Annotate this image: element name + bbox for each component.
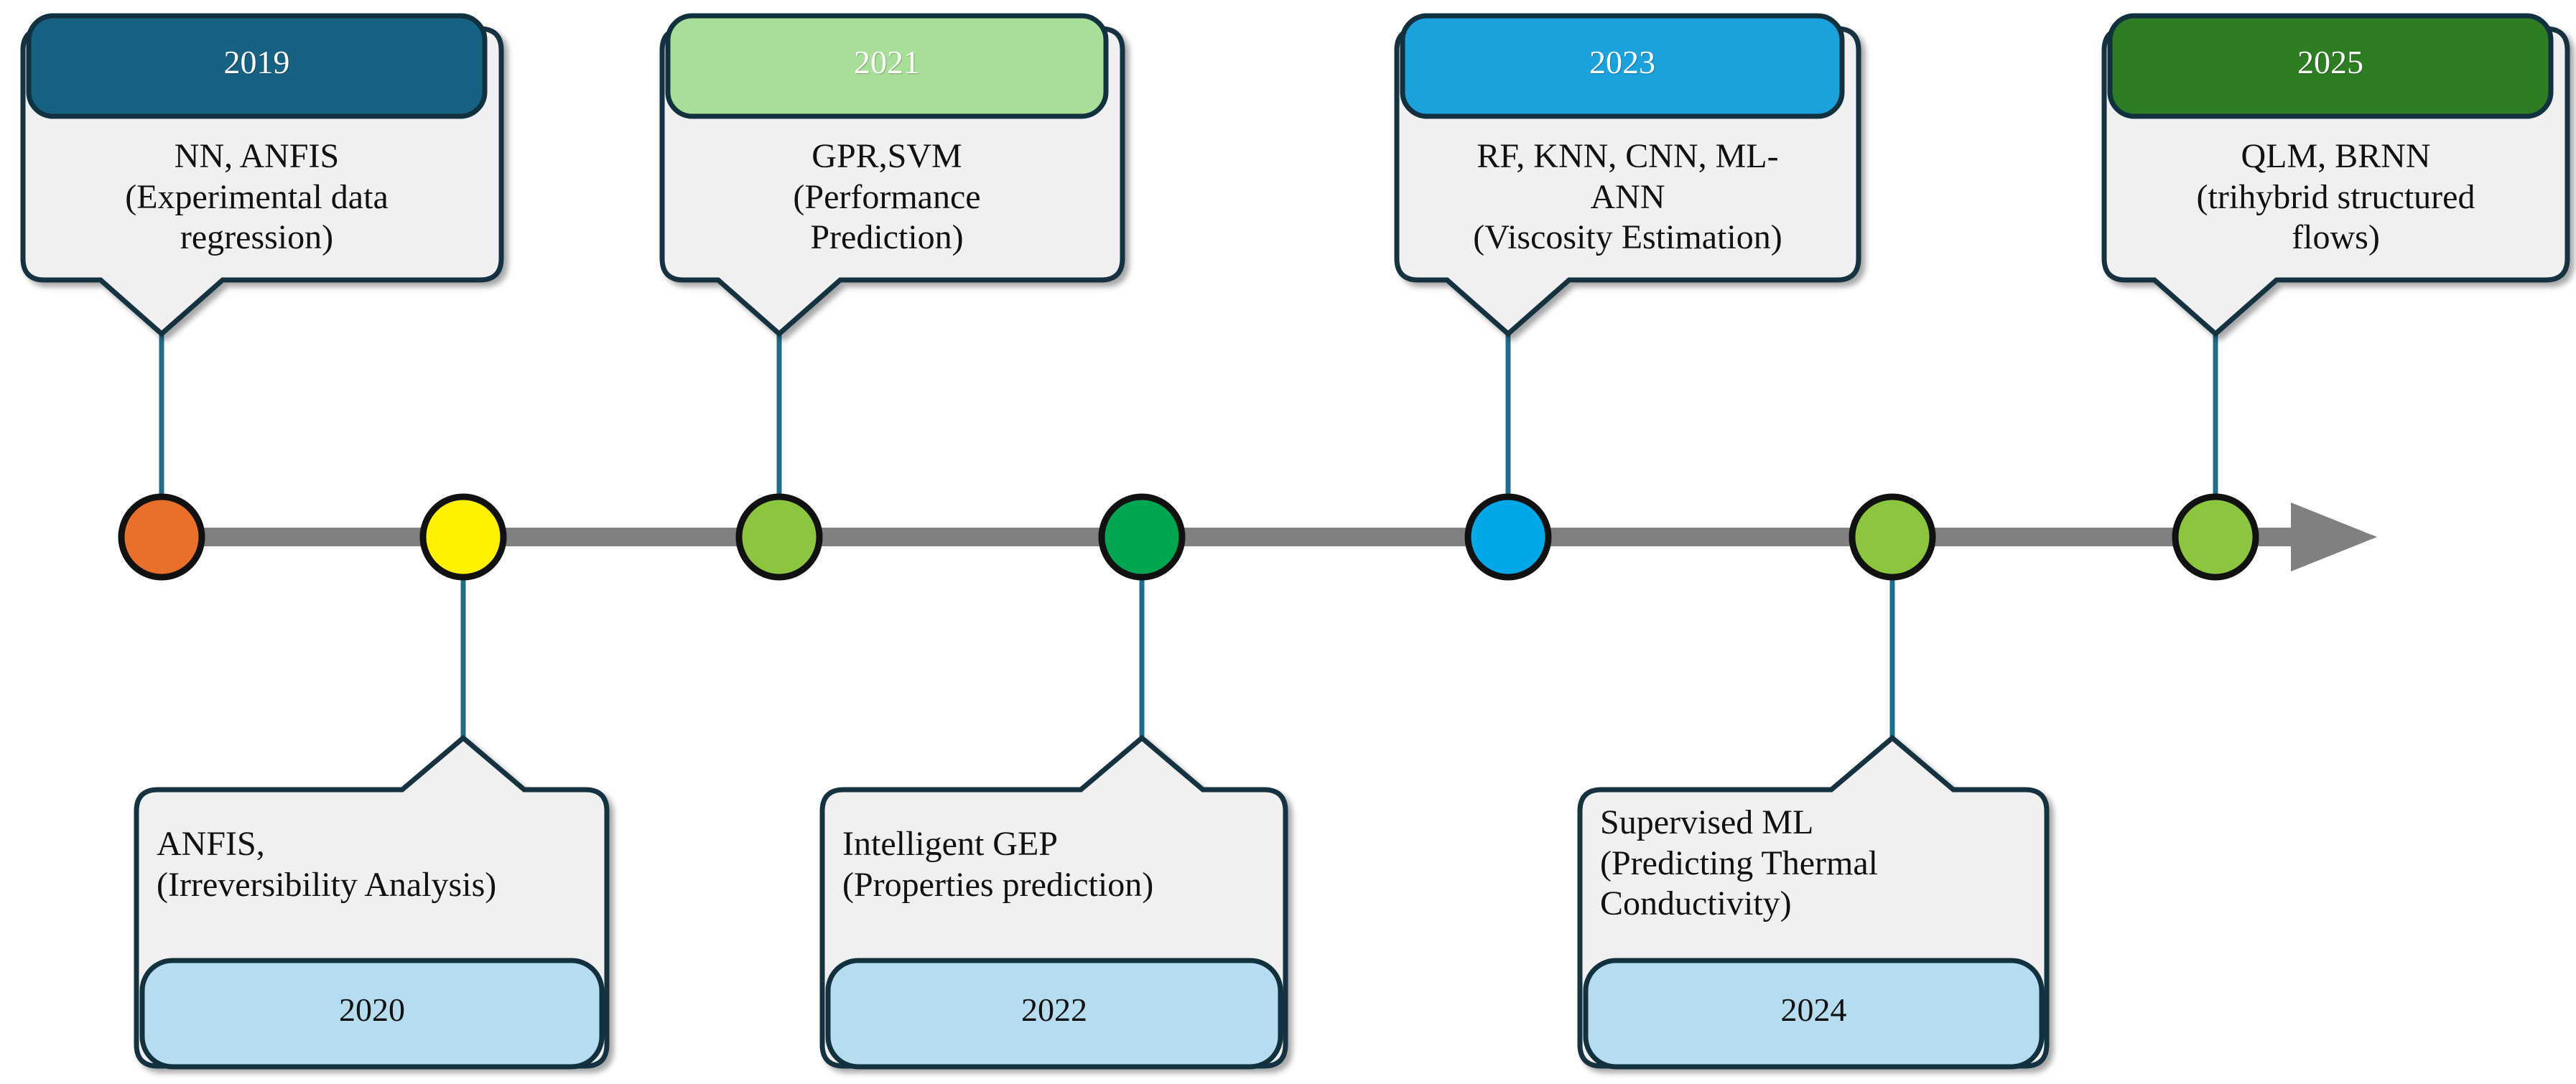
top-card-2025-line-3: flows) (2292, 218, 2380, 257)
card-header-2023 (1400, 13, 1845, 119)
timeline-node-2022[interactable] (1098, 493, 1186, 581)
top-card-2019-year: 2019 (223, 44, 290, 80)
bottom-card-2024-line-1: Supervised ML (1600, 803, 1814, 841)
top-card-2019-text: NN, ANFIS (Experimental data regression) (29, 136, 485, 258)
bottom-card-2024-text: Supervised ML (Predicting Thermal Conduc… (1600, 803, 2042, 925)
top-card-2021-year: 2021 (854, 44, 920, 80)
top-card-2023-line-1: RF, KNN, CNN, ML- (1477, 137, 1779, 175)
bottom-card-2020[interactable] (134, 734, 610, 1070)
top-card-2021[interactable] (659, 13, 1125, 337)
timeline-node-2021[interactable] (735, 493, 823, 581)
bottom-card-2024-line-2: (Predicting Thermal (1600, 844, 1878, 882)
top-card-2025-line-2: (trihybrid structured (2196, 177, 2475, 216)
card-footer-2024 (1583, 958, 2045, 1070)
bottom-card-2020-year: 2020 (339, 991, 405, 1028)
top-card-2025[interactable] (2101, 13, 2570, 337)
top-card-2019[interactable] (20, 13, 504, 337)
top-card-2019-line-2: (Experimental data (125, 177, 389, 216)
bottom-card-2022-year: 2022 (1021, 991, 1087, 1028)
top-card-2023-line-3: (Viscosity Estimation) (1473, 218, 1782, 257)
timeline-node-2024[interactable] (1849, 493, 1936, 581)
timeline-node-2020[interactable] (419, 493, 507, 581)
top-card-2021-line-3: Prediction) (810, 218, 964, 257)
timeline-node-2023[interactable] (1464, 493, 1552, 581)
bottom-card-2024[interactable] (1577, 734, 2050, 1070)
top-card-2023-line-2: ANN (1590, 177, 1665, 216)
top-card-2023-year: 2023 (1589, 44, 1655, 80)
top-card-2021-line-2: (Performance (793, 177, 981, 216)
axis-arrowhead (2291, 503, 2377, 571)
bottom-card-2022-text: Intelligent GEP (Properties prediction) (842, 824, 1280, 905)
bottom-card-2020-line-1: ANFIS, (157, 825, 265, 863)
timeline-node-2025[interactable] (2172, 493, 2259, 581)
top-card-2019-line-1: NN, ANFIS (174, 137, 340, 175)
top-card-2025-line-1: QLM, BRNN (2241, 137, 2431, 175)
bottom-card-2024-line-3: Conductivity) (1600, 884, 1792, 923)
bottom-card-2022-line-2: (Properties prediction) (842, 865, 1154, 904)
top-card-2021-line-1: GPR,SVM (812, 137, 962, 175)
top-card-2025-year: 2025 (2297, 44, 2363, 80)
timeline-node-2019[interactable] (118, 493, 205, 581)
bottom-card-2024-year: 2024 (1780, 991, 1847, 1028)
top-card-2023-text: RF, KNN, CNN, ML- ANN (Viscosity Estimat… (1397, 136, 1859, 258)
top-card-2019-line-3: regression) (180, 218, 334, 257)
card-header-2021 (665, 13, 1109, 119)
card-footer-2020 (139, 958, 605, 1070)
card-header-2025 (2107, 13, 2554, 119)
bottom-card-2022-line-1: Intelligent GEP (842, 825, 1058, 863)
card-footer-2022 (825, 958, 1283, 1070)
card-header-2019 (26, 13, 488, 119)
bottom-card-2020-text: ANFIS, (Irreversibility Analysis) (157, 824, 595, 905)
bottom-card-2020-line-2: (Irreversibility Analysis) (157, 865, 497, 904)
bottom-card-2022[interactable] (819, 734, 1288, 1070)
top-card-2025-text: QLM, BRNN (trihybrid structured flows) (2104, 136, 2567, 258)
timeline-nodes (118, 493, 2259, 581)
timeline-axis (144, 503, 2377, 571)
top-card-2021-text: GPR,SVM (Performance Prediction) (668, 136, 1106, 258)
top-card-2023[interactable] (1394, 13, 1861, 337)
